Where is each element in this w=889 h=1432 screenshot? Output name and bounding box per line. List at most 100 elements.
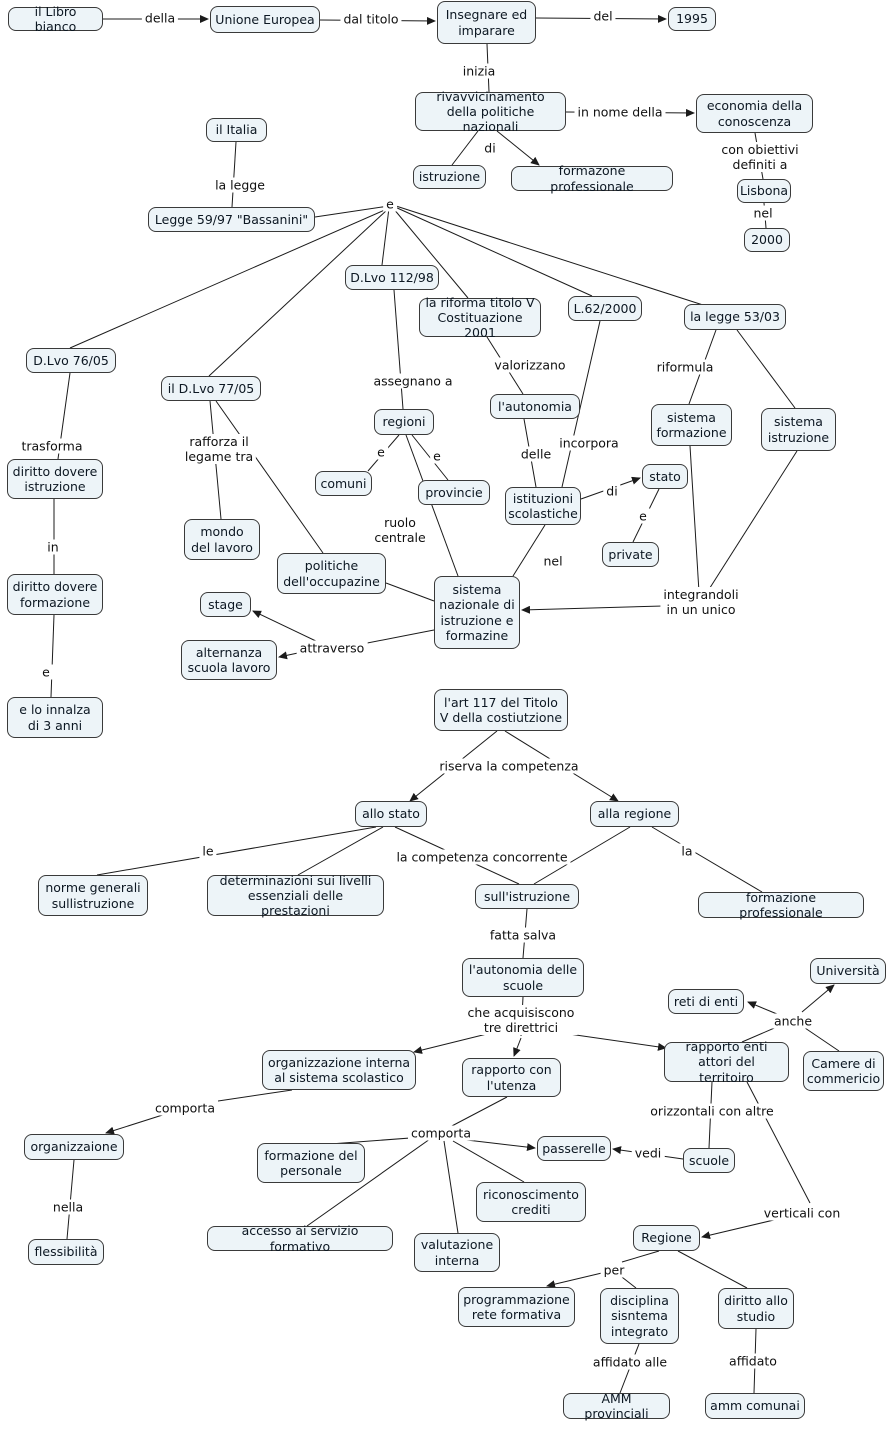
node-flessibilita[interactable]: flessibilità xyxy=(28,1239,104,1265)
edge-label: assegnano a xyxy=(370,373,456,389)
node-rapporto-enti-attori[interactable]: rapporto enti attori del territoiro xyxy=(664,1039,789,1085)
edge-label: riserva la competenza xyxy=(436,758,582,774)
edge-label: attraverso xyxy=(296,640,368,656)
node-diritto-allo-studio[interactable]: diritto allo studio xyxy=(718,1288,794,1329)
edge-label: fatta salva xyxy=(486,927,560,943)
edge-line xyxy=(447,1096,508,1129)
node-programmazione-rete[interactable]: programmazione rete formativa xyxy=(458,1287,575,1327)
node-art-117[interactable]: l'art 117 del Titolo V della costiutzion… xyxy=(434,689,568,731)
node-alla-regione[interactable]: alla regione xyxy=(590,801,679,827)
node-regioni[interactable]: regioni xyxy=(374,409,434,435)
edge-line xyxy=(252,610,319,643)
node-formazione-professionale[interactable]: formazione professionale xyxy=(698,890,864,920)
edge-line xyxy=(395,205,704,306)
node-diritto-dovere-istruzione[interactable]: diritto dovere istruzione xyxy=(7,459,103,499)
node-valutazione-interna[interactable]: valutazione interna xyxy=(414,1233,500,1272)
node-stato[interactable]: stato xyxy=(642,464,688,489)
node-disciplina-sistema[interactable]: disciplina sisntema integrato xyxy=(600,1288,679,1344)
edge-label: e xyxy=(39,664,53,680)
edge-line xyxy=(689,445,700,593)
edge-line xyxy=(314,205,390,218)
node-formazone-professionale[interactable]: formazone professionale xyxy=(511,163,673,194)
edge-line xyxy=(512,524,546,577)
node-sistema-formazione[interactable]: sistema formazione xyxy=(651,404,732,446)
edge-label: trasforma xyxy=(18,438,86,454)
node-diritto-dovere-formazione[interactable]: diritto dovere formazione xyxy=(7,574,103,615)
node-legge-5303[interactable]: la legge 53/03 xyxy=(684,304,786,330)
node-amm-provinciali[interactable]: AMM provinciali xyxy=(563,1391,670,1421)
node-private[interactable]: private xyxy=(602,542,659,567)
edge-label: le xyxy=(199,843,217,859)
edge-label: e xyxy=(374,444,388,460)
edge-line xyxy=(297,826,384,876)
edge-line xyxy=(105,1111,173,1135)
node-sistema-nazionale[interactable]: sistema nazionale di istruzione e formaz… xyxy=(434,576,520,649)
edge-line xyxy=(677,1250,748,1289)
node-organizzaione[interactable]: organizzaione xyxy=(24,1134,124,1160)
node-formazione-personale[interactable]: formazione del personale xyxy=(257,1143,365,1183)
node-mondo-del-lavoro[interactable]: mondo del lavoro xyxy=(184,519,260,560)
node-istituzioni-scolastiche[interactable]: istituzioni scolastiche xyxy=(505,487,581,525)
edge-line xyxy=(393,289,404,410)
edge-line xyxy=(746,1081,811,1204)
edge-line xyxy=(306,1138,431,1227)
node-regione[interactable]: Regione xyxy=(633,1225,700,1251)
node-passerelle[interactable]: passerelle xyxy=(537,1136,611,1161)
node-dlvo-7705[interactable]: il D.Lvo 77/05 xyxy=(161,376,261,401)
edge-line xyxy=(513,1037,522,1057)
node-economia-conoscenza[interactable]: economia della conoscenza xyxy=(696,94,813,133)
node-dlvo-7605[interactable]: D.Lvo 76/05 xyxy=(26,348,116,373)
edge-line xyxy=(451,130,479,166)
edge-line xyxy=(208,208,389,377)
node-anno-1995[interactable]: 1995 xyxy=(668,7,716,31)
node-insegnare-ed-imparare[interactable]: Insegnare ed imparare xyxy=(437,1,536,44)
edge-label: nel xyxy=(540,553,566,569)
node-rapporto-utenza[interactable]: rapporto con l'utenza xyxy=(462,1058,561,1097)
node-sistema-istruzione[interactable]: sistema istruzione xyxy=(761,408,836,451)
edge-label: e xyxy=(430,448,444,464)
node-accesso-servizio[interactable]: accesso ai servizio formativo xyxy=(207,1223,393,1254)
edge-label: e xyxy=(636,508,650,524)
node-stage[interactable]: stage xyxy=(200,592,251,617)
node-riforma-titolo-v[interactable]: la riforma titolo V Costituazione 2001 xyxy=(419,295,541,340)
node-organizzazione-interna[interactable]: organizzazione interna al sistema scolas… xyxy=(262,1050,416,1090)
node-determinazioni-livelli[interactable]: determinazioni sui livelli essenziali de… xyxy=(207,873,384,918)
edge-line xyxy=(96,826,377,876)
node-provincie[interactable]: provincie xyxy=(418,480,490,505)
node-universita[interactable]: Università xyxy=(810,958,886,984)
edge-line xyxy=(231,141,237,208)
node-anno-2000[interactable]: 2000 xyxy=(744,228,790,252)
node-lisbona[interactable]: Lisbona xyxy=(737,179,791,203)
node-alternanza-scuola-lavoro[interactable]: alternanza scuola lavoro xyxy=(181,640,277,680)
edge-line xyxy=(381,207,390,266)
node-l-622000[interactable]: L.62/2000 xyxy=(568,296,642,321)
node-comuni[interactable]: comuni xyxy=(315,471,372,496)
node-rivavvicinamento[interactable]: rivavvicinamento della politiche naziona… xyxy=(415,89,566,134)
node-riconoscimento-crediti[interactable]: riconoscimento crediti xyxy=(476,1182,586,1222)
edge-label: orizzontali con altre xyxy=(647,1103,777,1119)
node-camere-commericio[interactable]: Camere di commericio xyxy=(803,1051,884,1091)
node-dlvo-11298[interactable]: D.Lvo 112/98 xyxy=(345,265,439,290)
edge-label: valorizzano xyxy=(491,357,569,373)
node-amm-comunai[interactable]: amm comunai xyxy=(705,1393,805,1419)
node-scuole[interactable]: scuole xyxy=(683,1148,735,1173)
edge-label: rafforza il legame tra xyxy=(181,434,257,464)
node-unione-europea[interactable]: Unione Europea xyxy=(210,6,320,33)
node-legge-5997[interactable]: Legge 59/97 "Bassanini" xyxy=(148,207,315,232)
node-libro-bianco[interactable]: il Libro bianco xyxy=(8,4,103,34)
edge-line xyxy=(621,1250,660,1263)
node-allo-stato[interactable]: allo stato xyxy=(355,801,427,827)
node-autonomia-scuole[interactable]: l'autonomia delle scuole xyxy=(462,958,584,997)
node-l-autonomia[interactable]: l'autonomia xyxy=(490,394,580,419)
node-sull-istruzione[interactable]: sull'istruzione xyxy=(475,884,579,909)
node-norme-generali[interactable]: norme generali sullistruzione xyxy=(38,875,148,916)
node-innalza-3-anni[interactable]: e lo innalza di 3 anni xyxy=(7,697,103,738)
node-istruzione[interactable]: istruzione xyxy=(413,165,486,189)
edge-label: la legge xyxy=(212,177,268,193)
node-politiche-occupazine[interactable]: politiche dell'occupazine xyxy=(277,553,386,594)
node-reti-di-enti[interactable]: reti di enti xyxy=(668,989,744,1014)
edge-line xyxy=(452,1140,525,1183)
node-il-italia[interactable]: il Italia xyxy=(206,118,267,142)
edge-label: per xyxy=(600,1262,628,1278)
